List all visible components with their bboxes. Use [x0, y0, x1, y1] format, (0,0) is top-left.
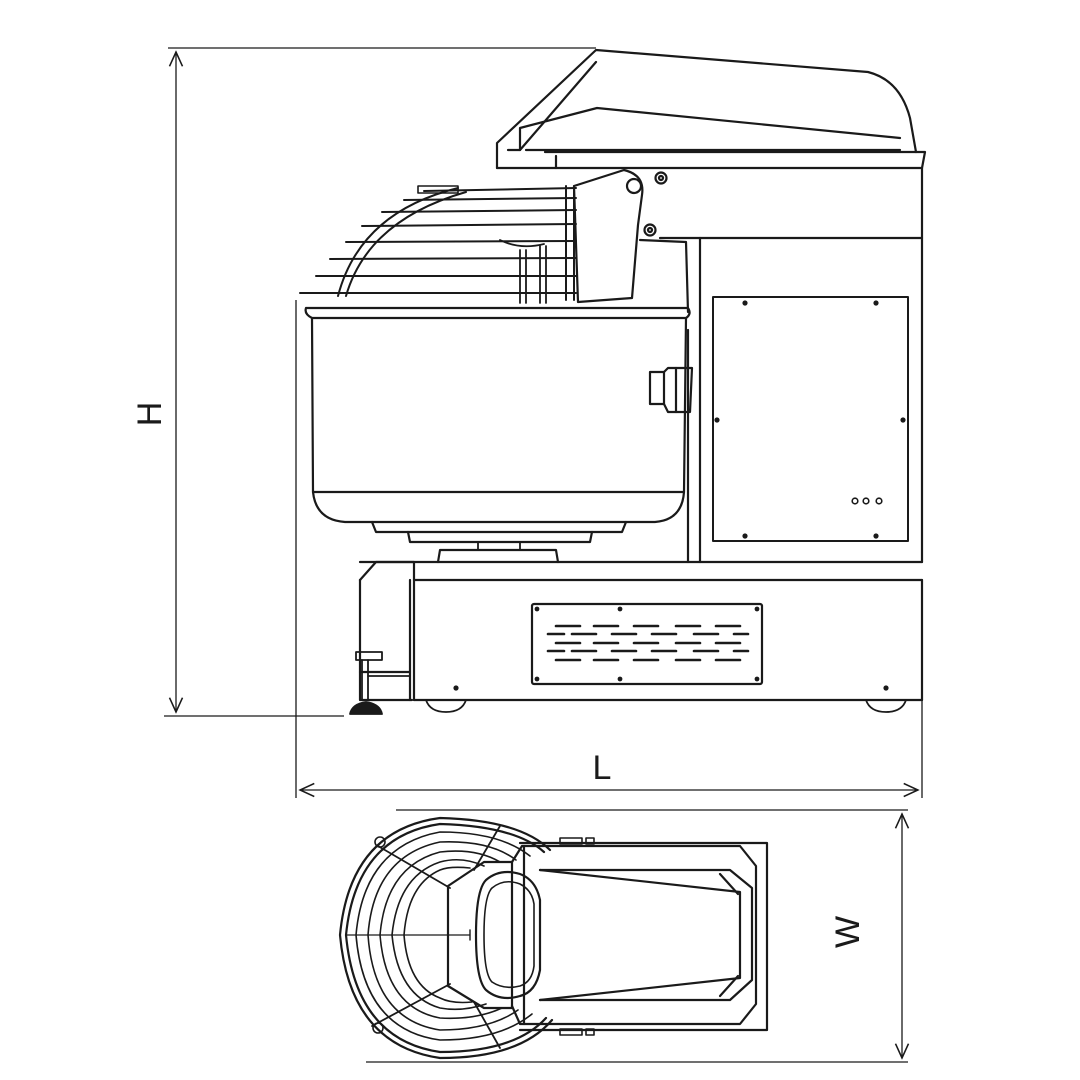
panel-screws [714, 300, 906, 539]
bowl-safety-guard [299, 185, 577, 301]
bowl-turntable [436, 541, 560, 564]
mixer-head-hood [495, 48, 927, 170]
top-view-clips [559, 837, 595, 1036]
grille-slots [546, 624, 750, 662]
height-label: H [131, 402, 169, 427]
length-label: L [593, 749, 612, 787]
guard-hinge-bracket [572, 168, 668, 304]
top-view-body [510, 837, 769, 1036]
top-view-bowl-guard [338, 816, 554, 1060]
rear-wheel [865, 699, 907, 713]
spiral-hook-shaft [499, 239, 547, 304]
ventilation-grille [530, 602, 764, 686]
dimension-lines [164, 47, 923, 1063]
side-access-panel [712, 296, 909, 542]
height-dimension [164, 47, 596, 717]
mixer-base [358, 560, 924, 713]
base-screws [453, 685, 889, 691]
length-dimension [295, 300, 923, 798]
width-label: W [829, 916, 867, 948]
panel-indicator-lights [851, 497, 883, 505]
stabiliser-foot [349, 651, 411, 715]
front-wheel [425, 699, 467, 713]
bowl-coupling [648, 366, 694, 414]
side-view [299, 48, 927, 715]
mixing-bowl [304, 306, 691, 544]
grille-screws [534, 606, 760, 682]
top-view [338, 816, 769, 1060]
width-dimension [366, 809, 908, 1063]
